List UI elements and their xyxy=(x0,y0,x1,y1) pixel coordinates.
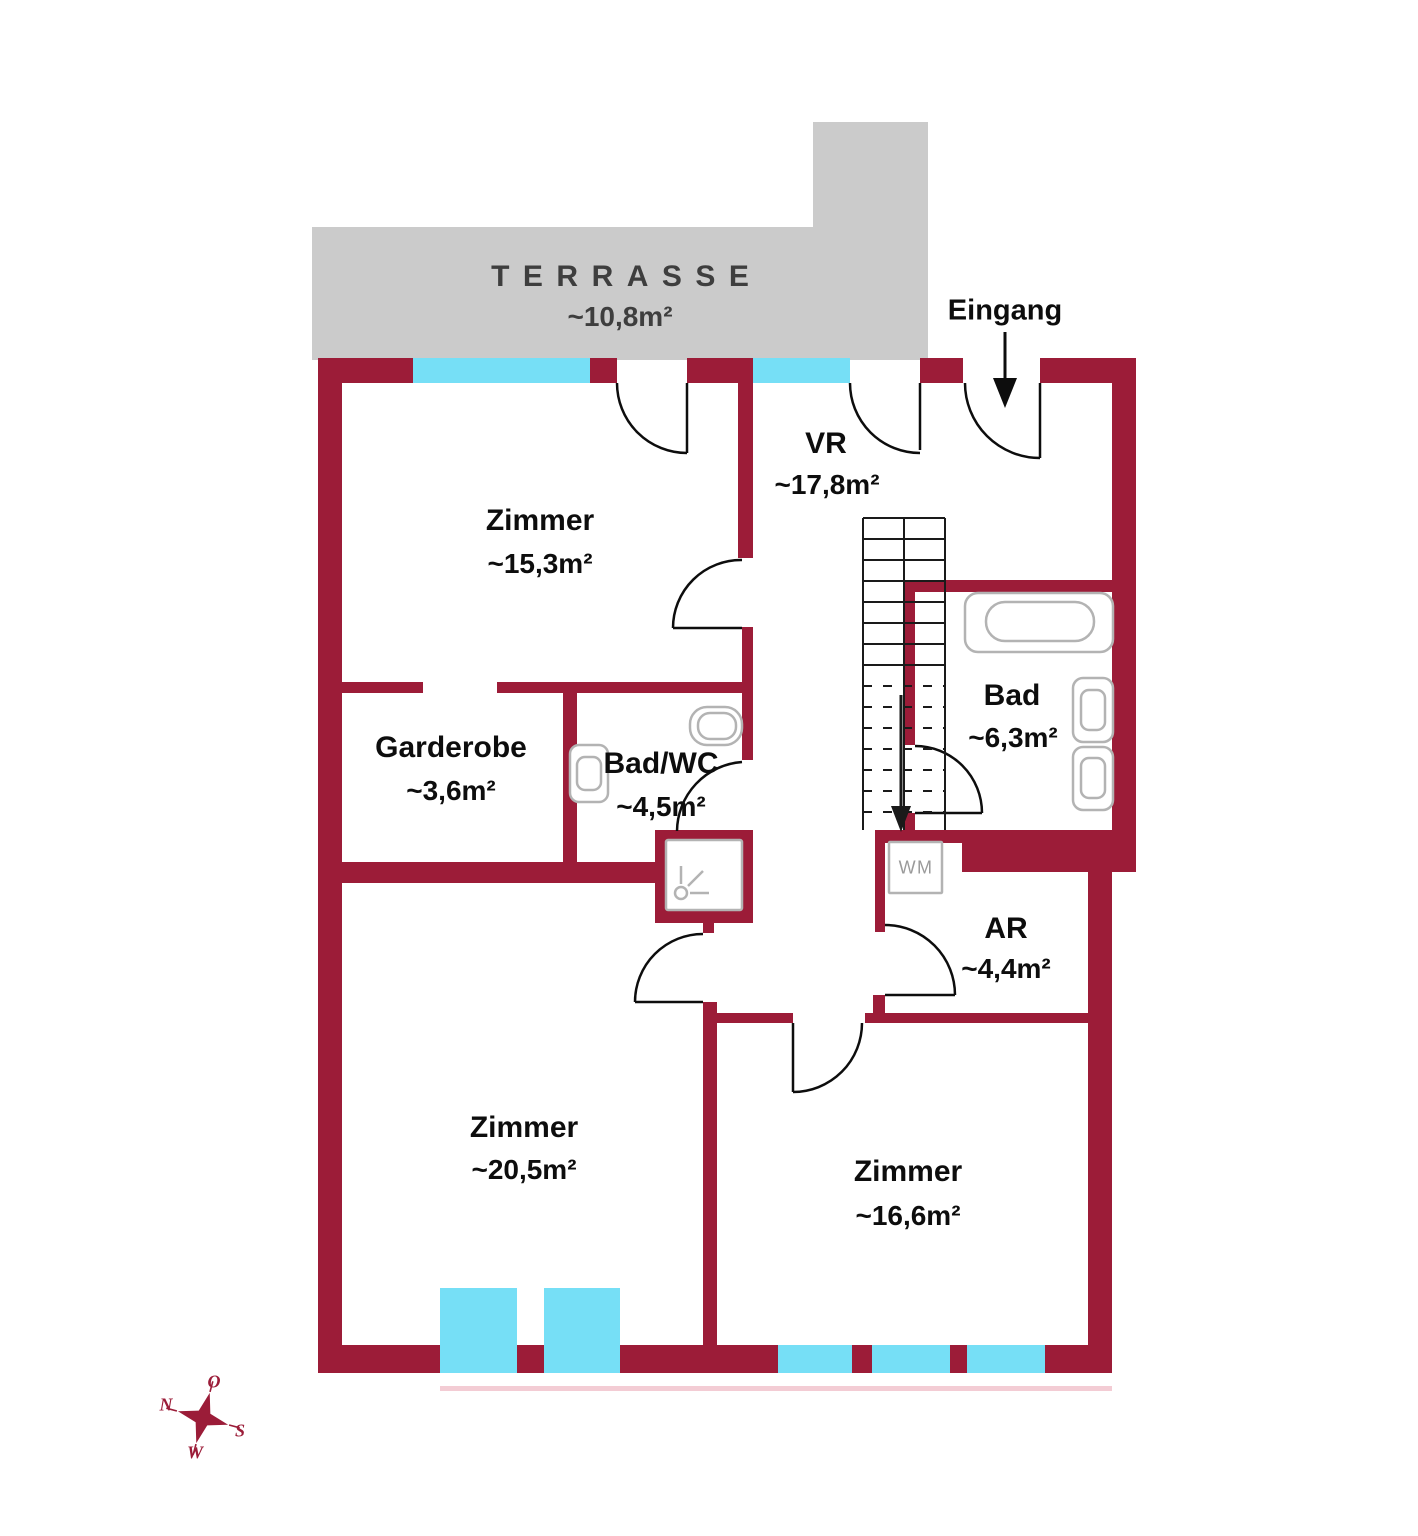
vr-zimmer-divider xyxy=(738,383,753,558)
wall-segment xyxy=(687,358,753,383)
window-bottom-right-2 xyxy=(872,1345,950,1373)
room-label-bad: Bad xyxy=(983,679,1041,712)
room-area-zimmer-top: ~15,3m² xyxy=(487,548,593,579)
window-bottom-right-3 xyxy=(967,1345,1045,1373)
window-top-1 xyxy=(413,358,590,383)
door-vr-terrace xyxy=(848,382,922,455)
right-exterior-wall-upper xyxy=(1112,358,1136,872)
room-area-bad-wc: ~4,5m² xyxy=(616,791,706,822)
door-zimmer-top-terrace xyxy=(615,382,689,455)
badwc-top-wall xyxy=(497,682,753,693)
ar-left-stub xyxy=(873,995,885,1018)
shower-right-wall xyxy=(742,833,753,923)
bad-top-wall xyxy=(905,580,1113,592)
ar-left-wall xyxy=(875,843,885,932)
compass-south-label: S xyxy=(234,1420,246,1441)
door-entrance xyxy=(963,382,1042,460)
zimmer-left-door-stub xyxy=(703,923,714,933)
terrace-extension xyxy=(813,122,928,228)
bidet-icon xyxy=(1071,745,1115,812)
terrace-area-label: ~10,8m² xyxy=(567,301,673,332)
room-label-zimmer-right: Zimmer xyxy=(853,1155,963,1188)
window-bottom-right-1 xyxy=(778,1345,852,1373)
wall-segment xyxy=(920,358,963,383)
compass-east-label: O xyxy=(207,1371,221,1392)
door-bad xyxy=(914,744,984,815)
window-top-2 xyxy=(753,358,850,383)
right-exterior-wall-lower xyxy=(1088,872,1112,1373)
door-zimmer-left xyxy=(633,932,704,1004)
bottom-shadow-line xyxy=(440,1386,1112,1391)
washing-machine-label: WM xyxy=(898,857,934,878)
room-area-vr: ~17,8m² xyxy=(774,469,880,500)
compass-north-label: N xyxy=(159,1394,173,1415)
terrace-label: TERRASSE xyxy=(491,260,763,293)
door-ar xyxy=(884,923,957,997)
hall-bottom-wall-left xyxy=(703,1013,793,1023)
ar-top-wall xyxy=(962,843,1136,872)
compass-west-label: W xyxy=(186,1442,204,1463)
room-label-bad-wc: Bad/WC xyxy=(603,747,719,780)
bottom-wall-left xyxy=(318,1345,717,1373)
room-area-zimmer-left: ~20,5m² xyxy=(471,1154,577,1185)
garderobe-top-wall xyxy=(342,682,423,693)
bad-bottom-wall xyxy=(875,830,1136,843)
wall-segment xyxy=(318,358,413,383)
hall-bottom-wall-right xyxy=(865,1013,1088,1023)
badwc-right-wall xyxy=(742,627,753,760)
shower-icon xyxy=(664,838,744,912)
french-window-left-2 xyxy=(544,1288,620,1373)
door-zimmer-top-vr xyxy=(671,558,743,630)
wc-toilet-icon xyxy=(688,705,744,747)
door-zimmer-right xyxy=(791,1022,864,1094)
shower-bottom-wall xyxy=(655,910,753,923)
bathtub-icon xyxy=(963,591,1115,654)
french-window-left-1 xyxy=(440,1288,517,1373)
entrance-label: Eingang xyxy=(947,294,1063,327)
garderobe-bottom-wall xyxy=(318,862,666,883)
room-divider-wall xyxy=(703,1002,717,1373)
room-label-ar: AR xyxy=(984,912,1028,945)
toilet-icon xyxy=(1071,676,1115,744)
bad-left-wall xyxy=(905,592,915,745)
room-area-zimmer-right: ~16,6m² xyxy=(855,1200,961,1231)
room-label-zimmer-left: Zimmer xyxy=(469,1111,579,1144)
room-area-bad: ~6,3m² xyxy=(968,722,1058,753)
staircase xyxy=(862,517,946,832)
wall-segment xyxy=(590,358,617,383)
garderobe-badwc-divider xyxy=(563,693,577,867)
terrace-area xyxy=(312,227,928,360)
shower-top-wall xyxy=(655,830,753,840)
shower-left-wall xyxy=(655,840,666,923)
room-label-vr: VR xyxy=(805,427,847,460)
room-label-garderobe: Garderobe xyxy=(375,731,527,764)
room-label-zimmer-top: Zimmer xyxy=(485,504,595,537)
room-area-garderobe: ~3,6m² xyxy=(406,775,496,806)
entrance-arrow-icon xyxy=(993,332,1017,408)
room-area-ar: ~4,4m² xyxy=(961,953,1051,984)
